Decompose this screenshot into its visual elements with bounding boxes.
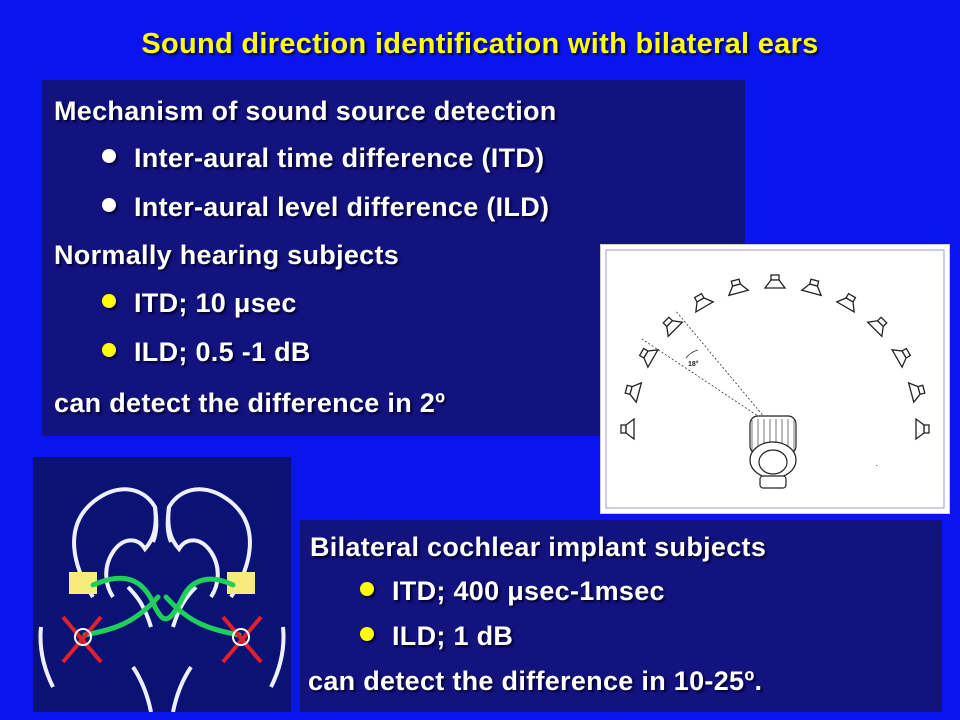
bullet-text: ITD; 400 μsec-1msec bbox=[392, 576, 665, 606]
loudspeaker-icon bbox=[907, 381, 926, 404]
loudspeaker-icon bbox=[890, 347, 912, 369]
bullet-dot-icon bbox=[360, 582, 374, 596]
ci-ild-item: ILD; 1 dB bbox=[360, 621, 513, 652]
brain-cross-section-image bbox=[33, 457, 291, 713]
ci-conclusion: can detect the difference in 10-25º. bbox=[308, 666, 763, 696]
ci-heading: Bilateral cochlear implant subjects bbox=[310, 532, 767, 562]
bullet-dot-icon bbox=[102, 149, 116, 163]
mechanism-heading: Mechanism of sound source detection bbox=[54, 96, 557, 126]
loudspeaker-icon bbox=[800, 278, 823, 297]
angle-label: 18° bbox=[688, 360, 699, 368]
bullet-text: Inter-aural time difference (ITD) bbox=[134, 143, 545, 173]
loudspeaker-icon bbox=[763, 274, 787, 289]
bullet-dot-icon bbox=[360, 627, 374, 641]
listener-head-icon bbox=[749, 415, 797, 489]
loudspeaker-icon bbox=[727, 278, 750, 297]
itd-value-item: ITD; 10 μsec bbox=[102, 288, 297, 319]
normal-conclusion: can detect the difference in 2º bbox=[54, 388, 446, 418]
loudspeaker-icon bbox=[624, 381, 643, 404]
loudspeaker-icon bbox=[620, 417, 635, 441]
normal-hearing-heading: Normally hearing subjects bbox=[54, 240, 400, 270]
bullet-dot-icon bbox=[102, 198, 116, 212]
cochlear-implant-box: Bilateral cochlear implant subjects ITD;… bbox=[300, 520, 942, 712]
speaker-arc-diagram: 18° . bbox=[599, 243, 951, 515]
bullet-dot-icon bbox=[102, 343, 116, 357]
bullet-text: ITD; 10 μsec bbox=[134, 288, 297, 318]
itd-bullet-item: Inter-aural time difference (ITD) bbox=[102, 143, 544, 174]
slide-title: Sound direction identification with bila… bbox=[141, 28, 819, 60]
ci-itd-item: ITD; 400 μsec-1msec bbox=[360, 576, 665, 607]
loudspeaker-icon bbox=[662, 316, 684, 338]
loudspeaker-icon bbox=[835, 292, 857, 314]
bullet-text: ILD; 0.5 -1 dB bbox=[134, 337, 311, 367]
bullet-text: ILD; 1 dB bbox=[392, 621, 514, 651]
loudspeaker-icon bbox=[693, 292, 715, 314]
svg-text:.: . bbox=[876, 462, 878, 468]
cochlear-implant-illustration bbox=[33, 457, 291, 713]
ild-value-item: ILD; 0.5 -1 dB bbox=[102, 337, 311, 368]
bullet-text: Inter-aural level difference (ILD) bbox=[134, 192, 550, 222]
loudspeaker-icon bbox=[866, 316, 888, 338]
loudspeaker-icon bbox=[915, 417, 930, 441]
loudspeaker-icon bbox=[638, 347, 660, 369]
ild-bullet-item: Inter-aural level difference (ILD) bbox=[102, 192, 549, 223]
bullet-dot-icon bbox=[102, 294, 116, 308]
speaker-arc-image: 18° . bbox=[599, 243, 951, 515]
